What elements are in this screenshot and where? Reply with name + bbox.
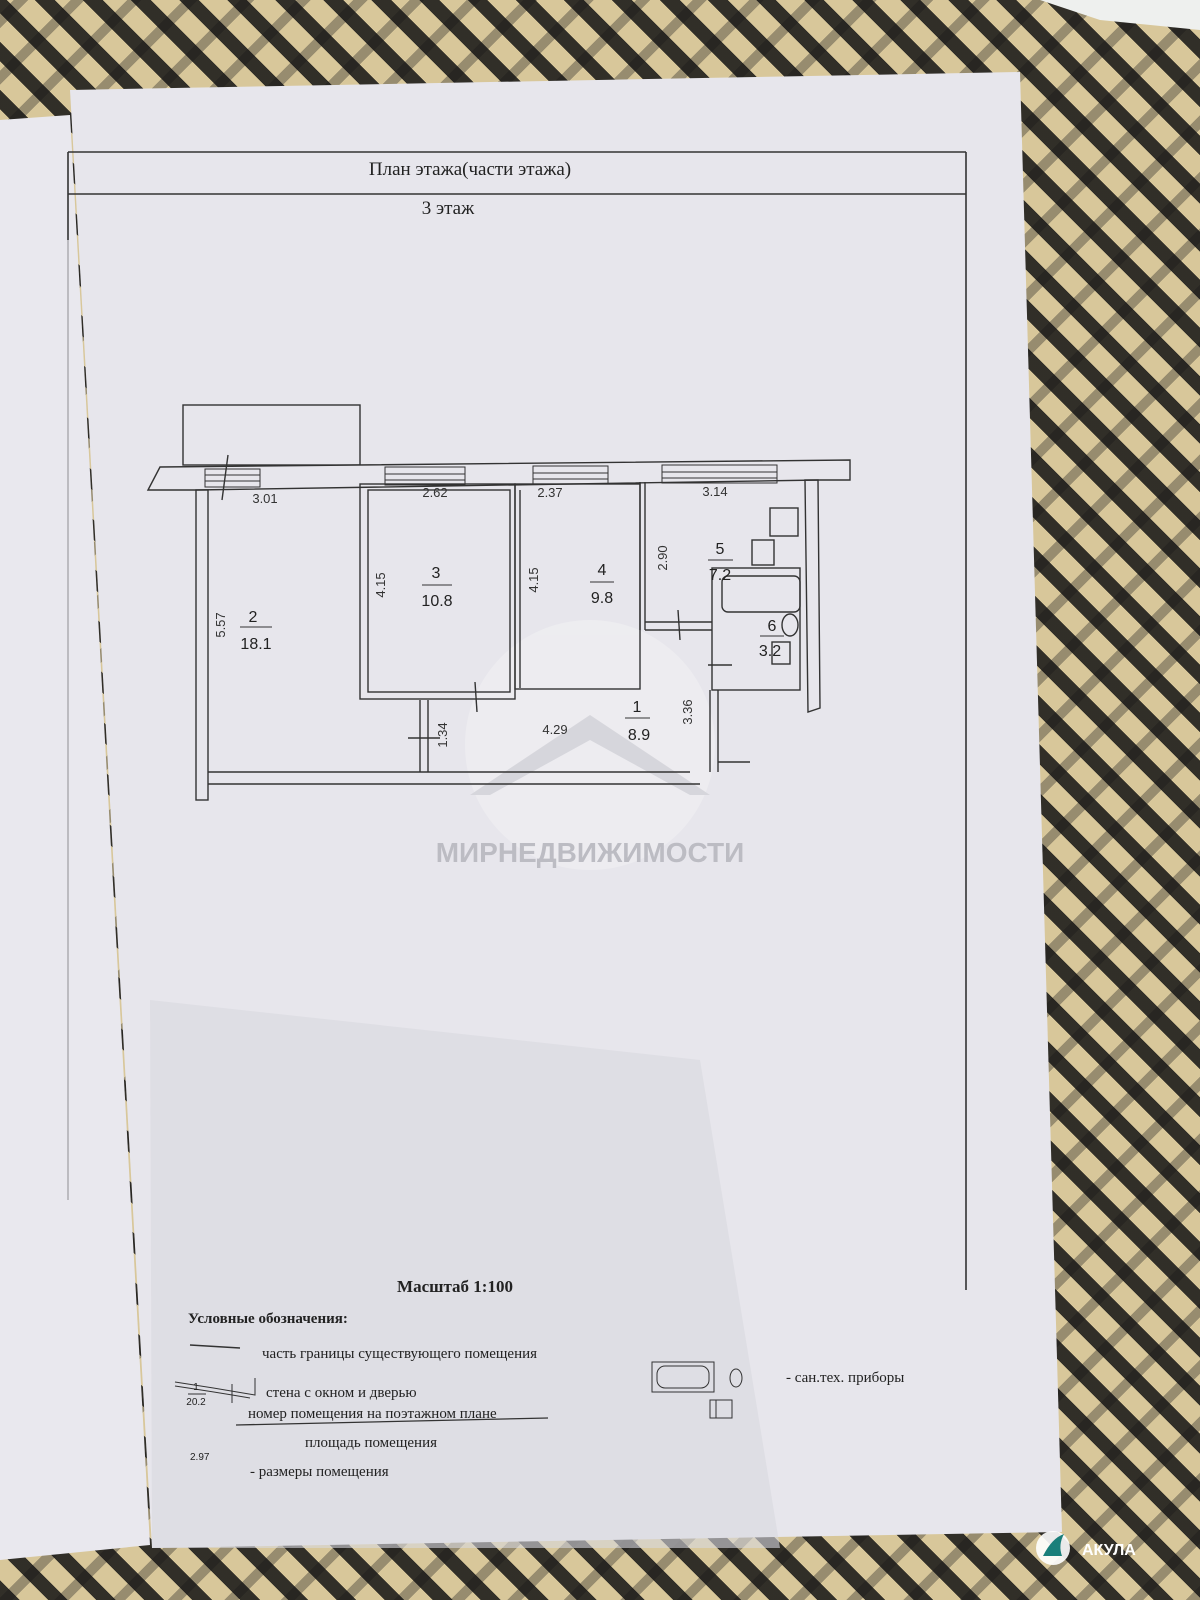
- globe-icon: [465, 620, 715, 870]
- dim-corridor-nook: 1.34: [435, 722, 450, 747]
- title-frame: [67, 151, 967, 1290]
- badge-text: АКУЛА: [1082, 1542, 1136, 1559]
- dim-room2-width: 3.01: [252, 491, 277, 506]
- room-2: 218.1: [240, 609, 272, 653]
- room-1: 18.9: [625, 699, 650, 744]
- watermark: МИРНЕДВИЖИМОСТИ: [436, 620, 745, 870]
- dim-room4-length: 4.15: [526, 567, 541, 592]
- toilet: [771, 641, 791, 665]
- room-number: 2: [249, 609, 258, 626]
- room-area: 3.2: [759, 643, 781, 660]
- room-area: 7.2: [709, 567, 731, 584]
- legend-heading: Условные обозначения:: [188, 1311, 348, 1327]
- bathtub: [721, 575, 801, 613]
- underlying-sheet: [0, 115, 150, 1560]
- shadow: [150, 1000, 780, 1548]
- dim-corridor-length: 4.29: [542, 722, 567, 737]
- underlying-sheet-corner: [1040, 0, 1200, 30]
- room-number: 6: [768, 618, 777, 635]
- legend-room-number: номер помещения на поэтажном плане: [248, 1406, 497, 1422]
- legend-boundary: часть границы существующего помещения: [262, 1346, 537, 1362]
- dim-room5-length: 2.90: [655, 545, 670, 570]
- akula-badge: АКУЛА: [1036, 1531, 1136, 1565]
- room-number: 5: [716, 541, 725, 558]
- balcony: [182, 404, 361, 466]
- wall-symbol: [174, 1378, 256, 1403]
- dim-room4-width: 2.37: [537, 485, 562, 500]
- plumbing-symbols: [651, 1361, 743, 1419]
- room-5: 57.2: [708, 541, 733, 584]
- windows: [204, 464, 778, 488]
- exterior-wall: [146, 459, 851, 491]
- floor-label: 3 этаж: [422, 198, 475, 219]
- room-area: 18.1: [240, 636, 271, 653]
- page-title: План этажа(части этажа): [369, 159, 571, 180]
- room-area: 10.8: [421, 593, 452, 610]
- legend-wall: стена с окном и дверью: [266, 1385, 417, 1401]
- watermark-text: МИРНЕДВИЖИМОСТИ: [436, 837, 745, 868]
- legend-plumbing: - сан.тех. приборы: [786, 1370, 904, 1386]
- room-3: 310.8: [421, 565, 452, 610]
- room-area: 8.9: [628, 727, 650, 744]
- legend-dimensions: - размеры помещения: [250, 1464, 389, 1480]
- room-number: 1: [633, 699, 642, 716]
- legend: Масштаб 1:100 Условные обозначения: част…: [174, 1277, 904, 1480]
- room-labels: 18.9 218.1 310.8 49.8 57.2 63.2: [240, 541, 784, 744]
- legend-sample-dimension: 2.97: [190, 1452, 210, 1463]
- washbasin: [781, 613, 799, 637]
- room-4: 49.8: [590, 562, 614, 607]
- dim-room3-width: 2.62: [422, 485, 447, 500]
- dim-corridor-side: 3.36: [680, 699, 695, 724]
- dim-room3-length: 4.15: [373, 572, 388, 597]
- stove: [769, 507, 799, 537]
- room-number: 4: [598, 562, 607, 579]
- legend-room-area: площадь помещения: [305, 1435, 437, 1451]
- room-number: 3: [432, 565, 441, 582]
- legend-sample-area: 20.2: [186, 1397, 206, 1408]
- boundary-symbol: [189, 1344, 241, 1349]
- room-area: 9.8: [591, 590, 613, 607]
- sink: [751, 539, 775, 566]
- dimension-labels: 3.01 2.62 2.37 3.14 5.57 4.15 4.15 2.90 …: [213, 484, 728, 748]
- scale-label: Масштаб 1:100: [397, 1277, 513, 1296]
- room-6: 63.2: [759, 618, 784, 660]
- roof-icon: [470, 715, 710, 795]
- floor-plan: [146, 404, 851, 801]
- dim-room5-width: 3.14: [702, 484, 727, 499]
- legend-sample-number: 1: [193, 1382, 199, 1393]
- dim-room2-length: 5.57: [213, 612, 228, 637]
